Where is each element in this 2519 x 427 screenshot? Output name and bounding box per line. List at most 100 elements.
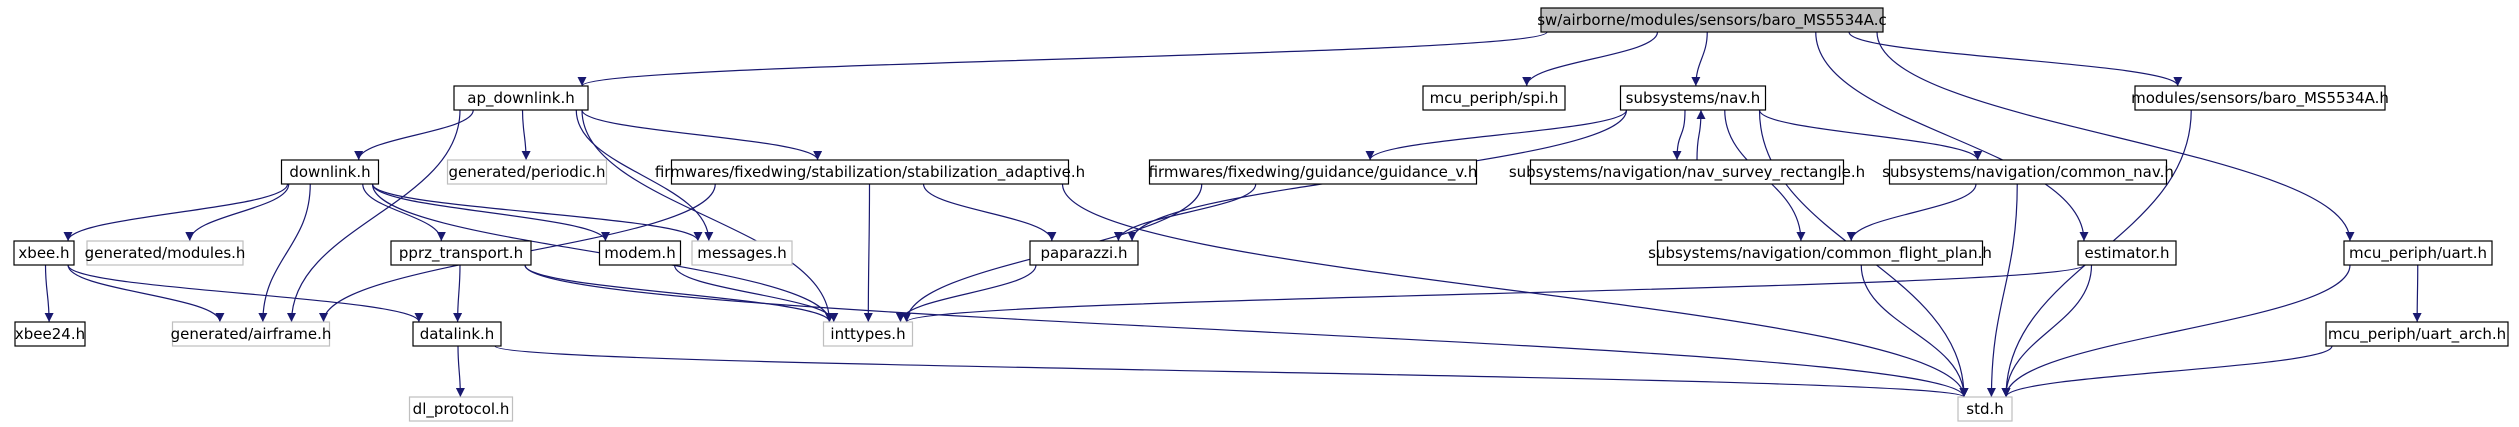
node-box bbox=[2343, 240, 2493, 266]
edge-estimator-to-inttypes bbox=[902, 264, 2085, 323]
edge-downlink-to-messages bbox=[371, 183, 703, 242]
node-nav[interactable]: subsystems/nav.h bbox=[1619, 85, 1767, 111]
node-nav-survey[interactable]: subsystems/navigation/nav_survey_rectang… bbox=[1509, 159, 1865, 185]
node-box bbox=[412, 321, 502, 347]
node-box bbox=[446, 159, 608, 185]
node-messages: messages.h bbox=[691, 240, 793, 266]
edge-downlink-to-gen_modules bbox=[185, 183, 290, 242]
node-mcu-uart[interactable]: mcu_periph/uart.h bbox=[2343, 240, 2493, 266]
edge-nav_survey-to-nav bbox=[1696, 109, 1706, 161]
node-label: xbee24.h bbox=[15, 325, 85, 343]
edge-modem-to-inttypes bbox=[673, 264, 839, 323]
edge-ap_downlink-to-gen_airframe bbox=[287, 109, 461, 323]
node-datalink[interactable]: datalink.h bbox=[412, 321, 502, 347]
edge-xbee-to-xbee24 bbox=[44, 264, 54, 323]
node-box bbox=[691, 240, 793, 266]
node-downlink[interactable]: downlink.h bbox=[280, 159, 380, 185]
edge-root-to-estimator bbox=[1815, 31, 2089, 242]
edge-root-to-mcu_uart bbox=[1876, 31, 2355, 242]
node-box bbox=[390, 240, 532, 266]
node-label: sw/airborne/modules/sensors/baro_MS5534A… bbox=[1537, 11, 1887, 30]
node-estimator[interactable]: estimator.h bbox=[2077, 240, 2177, 266]
node-box bbox=[86, 240, 244, 266]
edge-pprz_transport-to-inttypes bbox=[524, 264, 834, 323]
edge-ap_downlink-to-stab_adaptive bbox=[581, 109, 823, 161]
node-ap-downlink[interactable]: ap_downlink.h bbox=[453, 85, 589, 111]
edge-stab_adaptive-to-paparazzi bbox=[922, 183, 1057, 242]
node-box bbox=[14, 321, 86, 347]
edge-downlink-to-modem bbox=[371, 183, 610, 242]
node-box bbox=[1148, 159, 1478, 185]
node-std: std.h bbox=[1957, 396, 2013, 422]
node-mod-baro[interactable]: modules/sensors/baro_MS5534A.h bbox=[2131, 85, 2389, 111]
edge-root-to-mod_baro bbox=[1848, 31, 2183, 87]
edge-root-to-mcu_spi bbox=[1522, 31, 1659, 87]
node-gen-periodic: generated/periodic.h bbox=[446, 159, 608, 185]
node-root[interactable]: sw/airborne/modules/sensors/baro_MS5534A… bbox=[1537, 7, 1887, 33]
edge-downlink-to-pprz_transport bbox=[362, 183, 446, 242]
node-label: std.h bbox=[1966, 400, 2004, 418]
node-gen-airframe: generated/airframe.h bbox=[171, 321, 331, 347]
node-common-fp[interactable]: subsystems/navigation/common_flight_plan… bbox=[1648, 240, 1992, 266]
node-label: mcu_periph/uart_arch.h bbox=[2328, 325, 2506, 344]
node-modem[interactable]: modem.h bbox=[598, 240, 682, 266]
node-paparazzi[interactable]: paparazzi.h bbox=[1029, 240, 1139, 266]
node-box bbox=[1029, 240, 1139, 266]
edge-downlink-to-gen_airframe bbox=[258, 183, 311, 323]
edge-common_nav-to-std bbox=[1986, 183, 2018, 398]
node-xbee24[interactable]: xbee24.h bbox=[14, 321, 86, 347]
node-label: ap_downlink.h bbox=[467, 89, 575, 108]
node-box bbox=[1656, 240, 1984, 266]
edge-nav-to-common_nav bbox=[1758, 109, 1983, 161]
node-label: subsystems/navigation/common_flight_plan… bbox=[1648, 244, 1992, 263]
node-guidance-v[interactable]: firmwares/fixedwing/guidance/guidance_v.… bbox=[1148, 159, 1478, 185]
edge-pprz_transport-to-std bbox=[524, 264, 1969, 398]
node-stab-adaptive[interactable]: firmwares/fixedwing/stabilization/stabil… bbox=[655, 159, 1085, 185]
node-box bbox=[1957, 396, 2013, 422]
edge-mcu_uart_arch-to-std bbox=[2001, 345, 2333, 398]
node-label: firmwares/fixedwing/guidance/guidance_v.… bbox=[1149, 163, 1478, 182]
edge-stab_adaptive-to-std bbox=[1061, 183, 1969, 398]
node-inttypes: inttypes.h bbox=[822, 321, 914, 347]
edge-guidance_v-to-paparazzi bbox=[1113, 183, 1257, 242]
node-box bbox=[171, 321, 331, 347]
node-dl-protocol: dl_protocol.h bbox=[408, 396, 514, 422]
node-label: subsystems/nav.h bbox=[1626, 89, 1761, 107]
node-box bbox=[13, 240, 75, 266]
node-label: mcu_periph/spi.h bbox=[1430, 89, 1559, 108]
node-box bbox=[670, 159, 1070, 185]
node-label: downlink.h bbox=[289, 163, 370, 181]
node-label: paparazzi.h bbox=[1041, 244, 1128, 262]
edge-estimator-to-std bbox=[2001, 264, 2093, 398]
node-mcu-uart-arch[interactable]: mcu_periph/uart_arch.h bbox=[2325, 321, 2509, 347]
edge-stab_adaptive-to-inttypes bbox=[863, 183, 873, 323]
node-box bbox=[453, 85, 589, 111]
node-box bbox=[2325, 321, 2509, 347]
edge-xbee-to-datalink bbox=[67, 264, 424, 323]
node-mcu-spi[interactable]: mcu_periph/spi.h bbox=[1422, 85, 1566, 111]
node-box bbox=[598, 240, 682, 266]
node-xbee[interactable]: xbee.h bbox=[13, 240, 75, 266]
node-label: modules/sensors/baro_MS5534A.h bbox=[2131, 89, 2389, 108]
node-gen-modules: generated/modules.h bbox=[85, 240, 246, 266]
node-label: generated/modules.h bbox=[85, 244, 246, 262]
node-label: firmwares/fixedwing/stabilization/stabil… bbox=[655, 163, 1085, 182]
edge-root-to-ap_downlink bbox=[577, 31, 1548, 87]
edge-ap_downlink-to-inttypes bbox=[581, 109, 834, 323]
edge-datalink-to-std bbox=[494, 345, 1968, 398]
node-box bbox=[2077, 240, 2177, 266]
node-common-nav[interactable]: subsystems/navigation/common_nav.h bbox=[1882, 159, 2174, 185]
edge-downlink-to-xbee bbox=[63, 183, 289, 242]
edge-ap_downlink-to-messages bbox=[575, 109, 714, 242]
edge-common_nav-to-common_fp bbox=[1846, 183, 1977, 242]
node-label: pprz_transport.h bbox=[399, 244, 523, 263]
edge-nav-to-nav_survey bbox=[1672, 109, 1686, 161]
node-pprz-transport[interactable]: pprz_transport.h bbox=[390, 240, 532, 266]
node-label: subsystems/navigation/nav_survey_rectang… bbox=[1509, 163, 1865, 182]
node-label: dl_protocol.h bbox=[413, 400, 510, 419]
node-box bbox=[1888, 159, 2168, 185]
node-label: generated/periodic.h bbox=[448, 163, 605, 181]
edge-root-to-nav bbox=[1691, 31, 1708, 87]
edge-mcu_uart-to-std bbox=[2001, 264, 2351, 398]
